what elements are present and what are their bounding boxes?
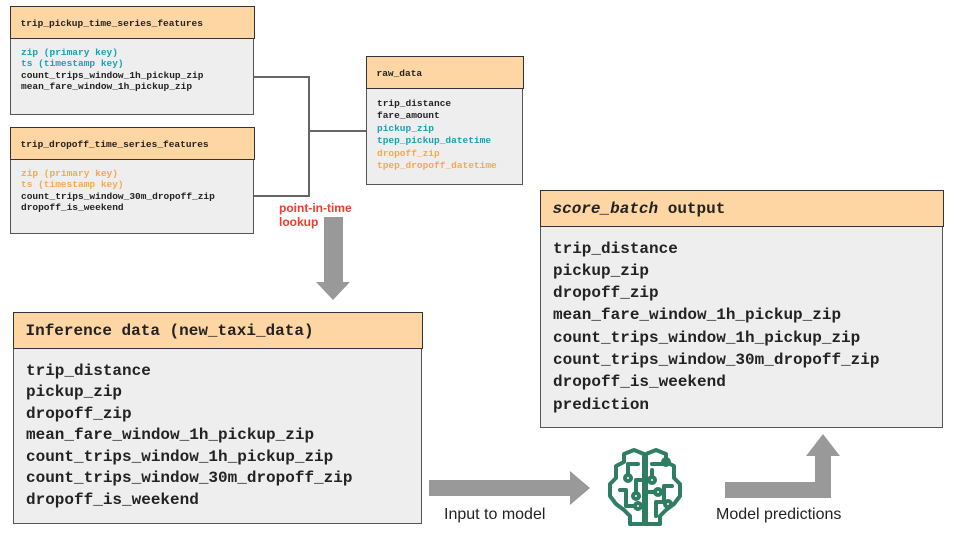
field-row: count_trips_window_30m_dropoff_zip bbox=[21, 190, 215, 202]
table-title: Inference data (new_taxi_data) bbox=[12, 311, 423, 349]
field-row: pickup_zip bbox=[377, 122, 435, 134]
field-row: dropoff_zip bbox=[377, 147, 440, 159]
inference-data-table: Inference data (new_taxi_data) trip_dist… bbox=[12, 311, 423, 524]
brain-circuit-icon bbox=[608, 448, 682, 526]
predictions-arrow bbox=[725, 434, 840, 498]
field-row: mean_fare_window_1h_pickup_zip bbox=[21, 81, 193, 92]
lookup-label-line1: point-in-time bbox=[279, 201, 352, 215]
point-in-time-lookup-label: point-in-time lookup bbox=[279, 201, 352, 229]
field-row: mean_fare_window_1h_pickup_zip bbox=[26, 426, 315, 444]
field-row: count_trips_window_30m_dropoff_zip bbox=[26, 469, 353, 487]
field-row: mean_fare_window_1h_pickup_zip bbox=[553, 306, 842, 325]
field-row: trip_distance bbox=[553, 239, 678, 258]
dropoff-features-table: trip_dropoff_time_series_features zip (p… bbox=[9, 126, 255, 234]
field-row: zip (primary key) bbox=[21, 46, 118, 58]
input-arrow bbox=[429, 471, 590, 505]
field-row: count_trips_window_1h_pickup_zip bbox=[26, 447, 334, 466]
table-fields: zip (primary key) ts (timestamp key) cou… bbox=[11, 160, 253, 222]
table-title-function: score_batch bbox=[552, 199, 659, 218]
field-row: dropoff_is_weekend bbox=[26, 490, 199, 509]
table-fields: trip_distance pickup_zip dropoff_zip mea… bbox=[14, 349, 421, 522]
field-row: tpep_dropoff_datetime bbox=[377, 160, 497, 171]
field-row: trip_distance bbox=[26, 361, 151, 380]
field-row: dropoff_zip bbox=[26, 404, 132, 423]
field-row: trip_distance bbox=[377, 97, 452, 109]
field-row: dropoff_zip bbox=[553, 284, 659, 303]
field-row: count_trips_window_1h_pickup_zip bbox=[21, 69, 204, 81]
field-row: count_trips_window_30m_dropoff_zip bbox=[553, 350, 880, 369]
field-row: pickup_zip bbox=[553, 261, 650, 280]
field-row: tpep_pickup_datetime bbox=[377, 135, 492, 146]
lookup-arrow bbox=[316, 217, 350, 300]
input-to-model-label: Input to model bbox=[444, 506, 546, 523]
connector-pickup-to-raw bbox=[253, 76, 310, 131]
table-fields: zip (primary key) ts (timestamp key) cou… bbox=[11, 39, 253, 101]
lookup-label-line2: lookup bbox=[279, 215, 319, 229]
pickup-features-table: trip_pickup_time_series_features zip (pr… bbox=[9, 5, 255, 115]
table-title: trip_pickup_time_series_features bbox=[9, 5, 255, 39]
field-row: ts (timestamp key) bbox=[21, 179, 124, 190]
field-row: ts (timestamp key) bbox=[21, 58, 124, 69]
field-row: count_trips_window_1h_pickup_zip bbox=[553, 328, 861, 347]
table-fields: trip_distance pickup_zip dropoff_zip mea… bbox=[541, 227, 942, 426]
raw-data-table: raw_data trip_distance fare_amount picku… bbox=[365, 55, 524, 185]
score-batch-output-table: score_batch output trip_distance pickup_… bbox=[539, 189, 944, 428]
model-predictions-label: Model predictions bbox=[716, 506, 842, 523]
table-title: score_batch output bbox=[539, 189, 944, 227]
field-row: zip (primary key) bbox=[21, 167, 118, 179]
field-row: prediction bbox=[553, 395, 650, 414]
field-row: dropoff_is_weekend bbox=[553, 373, 726, 392]
table-title: raw_data bbox=[365, 55, 524, 89]
connector-dropoff-to-raw bbox=[253, 131, 310, 197]
field-row: dropoff_is_weekend bbox=[21, 202, 124, 213]
table-title: trip_dropoff_time_series_features bbox=[9, 126, 255, 160]
field-row: fare_amount bbox=[377, 110, 440, 121]
field-row: pickup_zip bbox=[26, 383, 123, 401]
table-fields: trip_distance fare_amount pickup_zip tpe… bbox=[367, 89, 522, 181]
table-title-suffix: output bbox=[658, 199, 726, 218]
